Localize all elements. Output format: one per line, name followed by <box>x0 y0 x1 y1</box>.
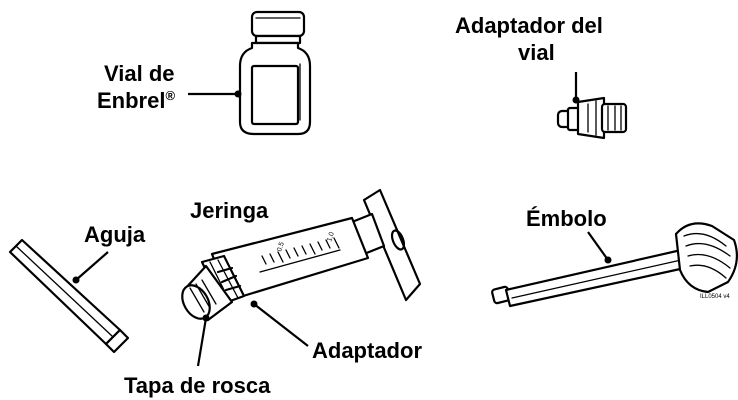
syringe-label: Jeringa <box>190 198 269 223</box>
needle-leader <box>72 251 109 284</box>
screw-cap-label: Tapa de rosca <box>124 373 271 398</box>
adapter-leader <box>250 300 309 347</box>
scale-mark-2: 1.0 <box>326 231 336 243</box>
needle <box>8 238 130 354</box>
vial-label-line1: Vial de <box>104 61 175 86</box>
plunger-leader <box>587 231 612 264</box>
vial-label-line2: Enbrel® <box>97 88 175 113</box>
enbrel-vial <box>238 10 312 136</box>
vial-adapter-leader <box>572 72 580 104</box>
screw-cap-leader <box>196 314 210 367</box>
registered-mark: ® <box>165 88 175 103</box>
plunger <box>491 222 738 308</box>
syringe-scale: 0.5 1.0 <box>259 231 341 273</box>
figure-code: ILL0504 v4 <box>700 294 730 300</box>
plunger-label: Émbolo <box>526 206 607 231</box>
needle-label: Aguja <box>84 222 146 247</box>
scale-mark-1: 0.5 <box>276 241 286 253</box>
vial-leader <box>188 90 242 98</box>
adapter-label: Adaptador <box>312 338 422 363</box>
vial-adapter <box>556 96 628 140</box>
vial-adapter-label-line1: Adaptador del <box>455 13 603 38</box>
syringe: 0.5 1.0 <box>181 188 422 322</box>
vial-adapter-label-line2: vial <box>518 40 555 65</box>
